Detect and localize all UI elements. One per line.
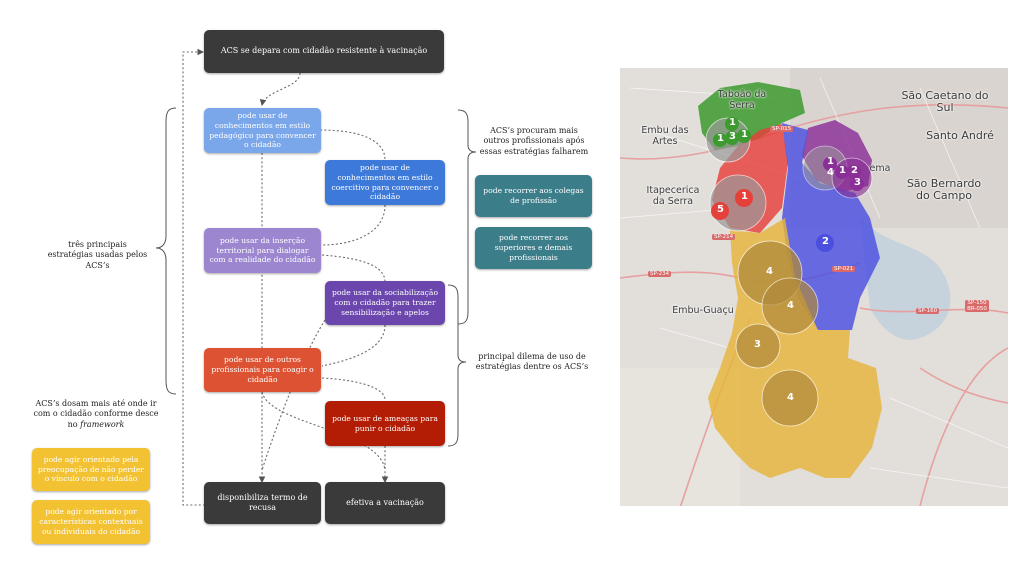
step-socialization-box: pode usar da sociabilização com o cidadã… <box>325 281 445 325</box>
marker-label: 1 <box>827 156 834 167</box>
map-label-sao-caetano: São Caetano do Sul <box>901 89 989 115</box>
map-label-embu-artes: Embu das Artes <box>641 125 689 147</box>
annotation-dosing-emphasis: framework <box>80 419 125 429</box>
marker-label: 2 <box>851 165 858 176</box>
option-superiors-text: pode recorrer aos superiores e demais pr… <box>494 233 573 262</box>
option-colleagues-text: pode recorrer aos colegas de profissão <box>483 186 584 205</box>
option-superiors-box: pode recorrer aos superiores e demais pr… <box>475 227 592 269</box>
road-sign-sp150: SP-150 BR-050 <box>965 300 989 313</box>
marker-label: 2 <box>822 236 829 247</box>
start-text: ACS se depara com cidadão resistente à v… <box>220 46 428 56</box>
marker-label: 3 <box>729 131 736 142</box>
start-box: ACS se depara com cidadão resistente à v… <box>204 30 444 73</box>
road-sign-sp160: SP-160 <box>916 308 940 315</box>
end-vaccination-text: efetiva a vacinação <box>346 497 424 507</box>
step-pedagogical-text: pode usar de conhecimentos em estilo ped… <box>209 111 316 150</box>
step-threats-box: pode usar de ameaças para punir o cidadã… <box>325 401 445 446</box>
road-sign-sp015: SP-015 <box>770 126 794 133</box>
map-label-sao-bernardo: São Bernardo do Campo <box>906 177 982 203</box>
orientation-bond-text: pode agir orientado pela preocupação de … <box>38 454 144 484</box>
territory-map: Taboão da Serra Embu das Artes Itapeceri… <box>620 68 1008 506</box>
step-socialization-text: pode usar da sociabilização com o cidadã… <box>331 288 439 317</box>
annotation-seek-professionals: ACS’s procuram mais outros profissionais… <box>479 126 589 156</box>
annotation-strategies: três principais estratégias usadas pelos… <box>47 240 148 270</box>
road-sign-sp021: SP-021 <box>832 266 856 273</box>
road-sign-sp214: SP-214 <box>712 234 736 241</box>
annotation-dilemma: principal dilema de uso de estratégias d… <box>475 352 589 372</box>
map-graphic <box>620 68 1008 506</box>
marker-label: 4 <box>787 392 794 403</box>
end-refusal-text: disponibiliza termo de recusa <box>217 492 308 512</box>
marker-label: 1 <box>729 117 736 128</box>
end-vaccination-box: efetiva a vacinação <box>325 482 445 524</box>
orientation-context-box: pode agir orientado por características … <box>32 500 150 544</box>
marker-label: 1 <box>741 191 748 202</box>
marker-label: 1 <box>741 129 748 140</box>
orientation-bond-box: pode agir orientado pela preocupação de … <box>32 448 150 491</box>
marker-label: 1 <box>839 165 846 176</box>
step-pedagogical-box: pode usar de conhecimentos em estilo ped… <box>204 108 321 153</box>
marker-label: 4 <box>766 266 773 277</box>
orientation-context-text: pode agir orientado por características … <box>39 507 143 536</box>
step-territorial-text: pode usar da inserção territorial para d… <box>209 235 316 265</box>
map-label-embu-guacu: Embu-Guaçu <box>672 305 734 316</box>
map-label-itapecerica: Itapecerica da Serra <box>646 185 700 207</box>
map-label-taboao: Taboão da Serra <box>717 89 767 111</box>
marker-label: 3 <box>854 177 861 188</box>
marker-label: 1 <box>717 133 724 144</box>
marker-label: 3 <box>754 339 761 350</box>
annotation-dosing: ACS’s dosam mais até onde ir com o cidad… <box>30 399 162 430</box>
step-coercive-text: pode usar de conhecimentos em estilo coe… <box>331 163 439 202</box>
step-coercive-box: pode usar de conhecimentos em estilo coe… <box>325 160 445 205</box>
road-sign-sp234: SP-234 <box>648 271 672 278</box>
step-other-professionals-box: pode usar de outros profissionais para c… <box>204 348 321 392</box>
map-label-santo-andre: Santo André <box>926 129 994 142</box>
step-territorial-box: pode usar da inserção territorial para d… <box>204 228 321 273</box>
map-label-diadema: ema <box>869 163 891 174</box>
marker-label: 4 <box>827 167 834 178</box>
step-other-professionals-text: pode usar de outros profissionais para c… <box>211 355 314 384</box>
step-threats-text: pode usar de ameaças para punir o cidadã… <box>332 413 438 433</box>
marker-label: 4 <box>787 300 794 311</box>
annotation-dosing-text: ACS’s dosam mais até onde ir com o cidad… <box>33 399 159 429</box>
end-refusal-box: disponibiliza termo de recusa <box>204 482 321 524</box>
option-colleagues-box: pode recorrer aos colegas de profissão <box>475 175 592 217</box>
marker-label: 5 <box>717 204 724 215</box>
